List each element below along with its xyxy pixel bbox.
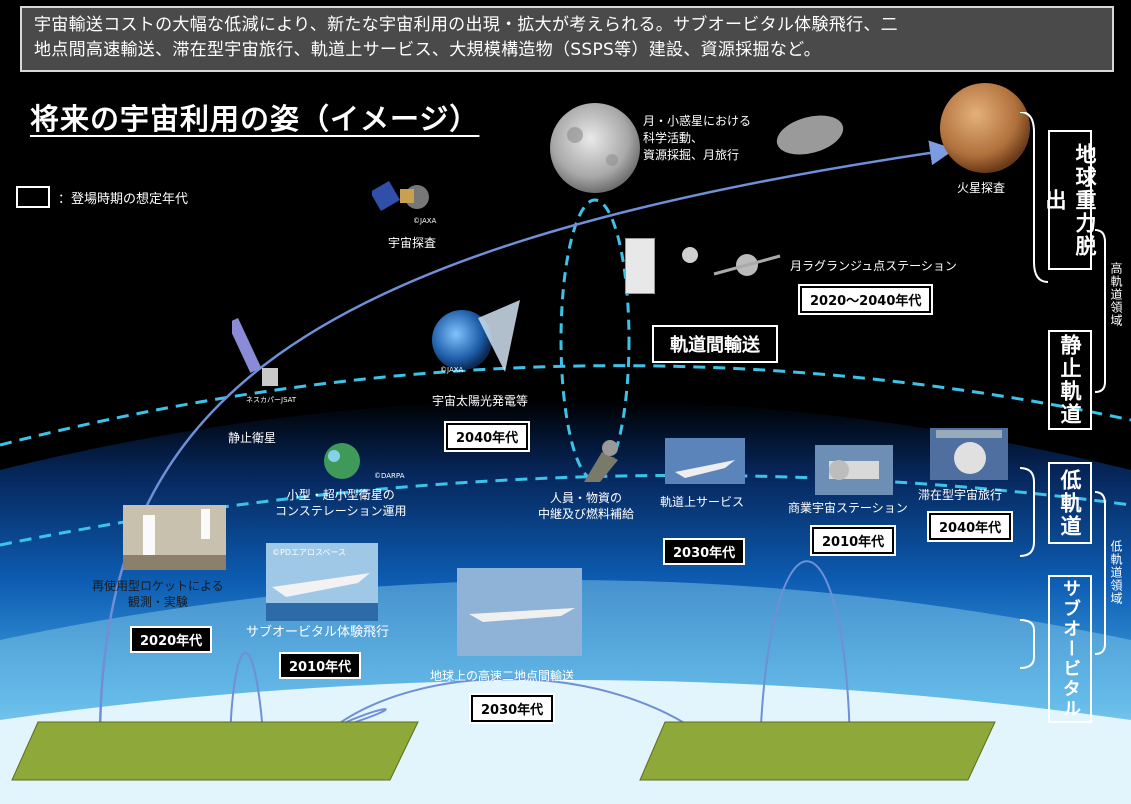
relay-vehicle-image bbox=[580, 438, 622, 483]
lagrange-diagram-image bbox=[625, 238, 655, 294]
relay-label: 人員・物資の 中継及び燃料補給 bbox=[538, 491, 635, 521]
suborbital-image bbox=[266, 543, 378, 621]
region-brackets bbox=[1019, 112, 1106, 669]
onorbit-service-image bbox=[665, 438, 745, 484]
space-exploration-label: 宇宙探査 bbox=[388, 236, 437, 250]
stay-travel-image bbox=[930, 428, 1008, 480]
reusable-rocket-image bbox=[123, 505, 226, 570]
stay-travel-label: 滞在型宇宙旅行 bbox=[918, 488, 1003, 502]
suborbital-era-badge: 2010年代 bbox=[279, 652, 362, 679]
summary-banner: 宇宙輸送コストの大幅な低減により、新たな宇宙利用の出現・拡大が考えられる。サブオ… bbox=[20, 6, 1114, 72]
geo-satellite-label: 静止衛星 bbox=[228, 431, 277, 445]
commercial-station-image bbox=[815, 445, 893, 495]
commercial-station-label: 商業宇宙ステーション bbox=[788, 501, 908, 515]
orbit-transfer-box: 軌道間輸送 bbox=[652, 325, 778, 363]
onorbit-era-badge: 2030年代 bbox=[663, 538, 746, 565]
lagrange-era-badge: 2020～2040年代 bbox=[797, 284, 934, 315]
region-escape: 地球重力脱出 bbox=[1043, 130, 1097, 270]
stay-travel-era-badge: 2040年代 bbox=[926, 511, 1014, 542]
region-low-orbit: 低軌道領域 bbox=[1109, 540, 1123, 605]
onorbit-service-label: 軌道上サービス bbox=[660, 495, 745, 509]
banner-line-2: 地点間高速輸送、滞在型宇宙旅行、軌道上サービス、大規模構造物（SSPS等）建設、… bbox=[34, 40, 821, 60]
page-title: 将来の宇宙利用の姿（イメージ） bbox=[30, 102, 480, 136]
lagrange-station-label: 月ラグランジュ点ステーション bbox=[790, 259, 957, 273]
suborbital-label: サブオービタル体験飛行 bbox=[246, 625, 390, 640]
geo-credit: ネスカパーJSAT bbox=[246, 396, 297, 404]
reusable-rocket-era-badge: 2020年代 bbox=[130, 626, 213, 653]
constellation-label: 小型・超小型衛星の コンステレーション運用 bbox=[275, 488, 407, 518]
constellation-credit: ©DARPA bbox=[374, 472, 405, 480]
mars-label: 火星探査 bbox=[957, 181, 1006, 195]
region-high-orbit: 高軌道領域 bbox=[1109, 262, 1123, 327]
ssps-era-badge: 2040年代 bbox=[443, 421, 531, 452]
p2p-era-badge: 2030年代 bbox=[468, 693, 556, 724]
moon-activity-label: 月・小惑星における 科学活動、 資源採掘、月旅行 bbox=[643, 114, 752, 162]
lagrange-station-image bbox=[712, 248, 782, 283]
probe-credit: ©JAXA bbox=[413, 217, 437, 225]
constellation-image bbox=[312, 440, 372, 482]
p2p-transport-label: 地球上の高速二地点間輸送 bbox=[430, 669, 575, 683]
region-leo: 低軌道 bbox=[1048, 462, 1092, 544]
region-geo: 静止軌道 bbox=[1048, 330, 1092, 430]
ssps-credit: ©JAXA bbox=[440, 366, 464, 374]
reusable-rocket-label: 再使用型ロケットによる 観測・実験 bbox=[92, 579, 224, 609]
banner-line-1: 宇宙輸送コストの大幅な低減により、新たな宇宙利用の出現・拡大が考えられる。サブオ… bbox=[34, 15, 898, 35]
legend-label: ：登場時期の想定年代 bbox=[58, 192, 189, 207]
commercial-era-badge: 2010年代 bbox=[809, 525, 897, 556]
geo-satellite-image bbox=[227, 317, 292, 403]
space-probe-image bbox=[369, 175, 442, 220]
legend-swatch bbox=[16, 186, 50, 208]
suborbital-credit: ©PDエアロスペース bbox=[272, 548, 347, 557]
p2p-transport-image bbox=[457, 568, 582, 656]
ssps-label: 宇宙太陽光発電等 bbox=[432, 394, 529, 408]
region-suborbital: サブオービタル bbox=[1048, 575, 1092, 723]
